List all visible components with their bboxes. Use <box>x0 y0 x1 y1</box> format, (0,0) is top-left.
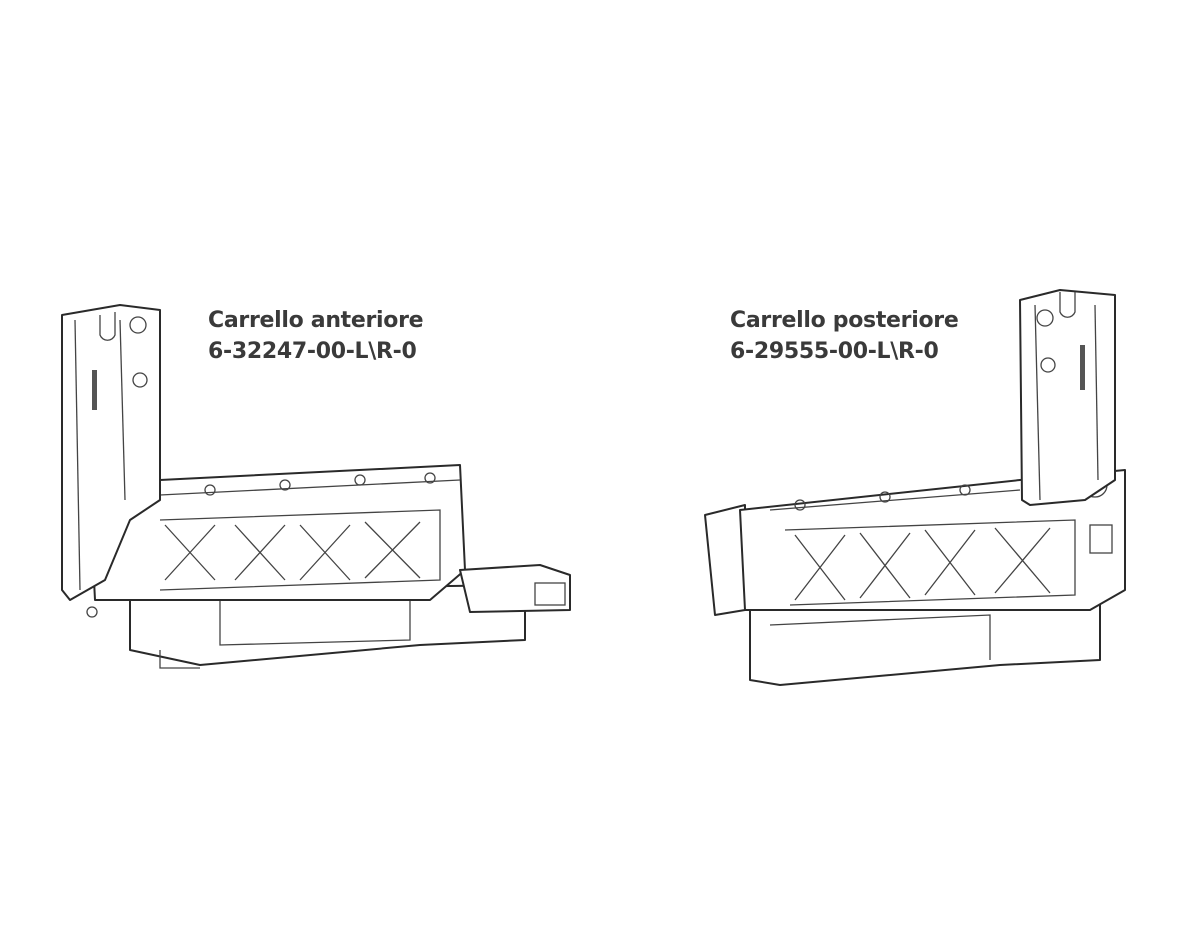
front-carriage-name: Carrello anteriore <box>208 308 424 333</box>
front-carriage-label: Carrello anteriore 6-32247-00-L\R-0 <box>208 305 424 367</box>
front-carriage-drawing <box>61 304 571 669</box>
rear-carriage-name: Carrello posteriore <box>730 308 959 333</box>
rear-carriage-code: 6-29555-00-L\R-0 <box>730 339 939 364</box>
rear-carriage-label: Carrello posteriore 6-29555-00-L\R-0 <box>730 305 959 367</box>
rear-carriage-drawing <box>704 289 1126 686</box>
front-carriage-code: 6-32247-00-L\R-0 <box>208 339 417 364</box>
